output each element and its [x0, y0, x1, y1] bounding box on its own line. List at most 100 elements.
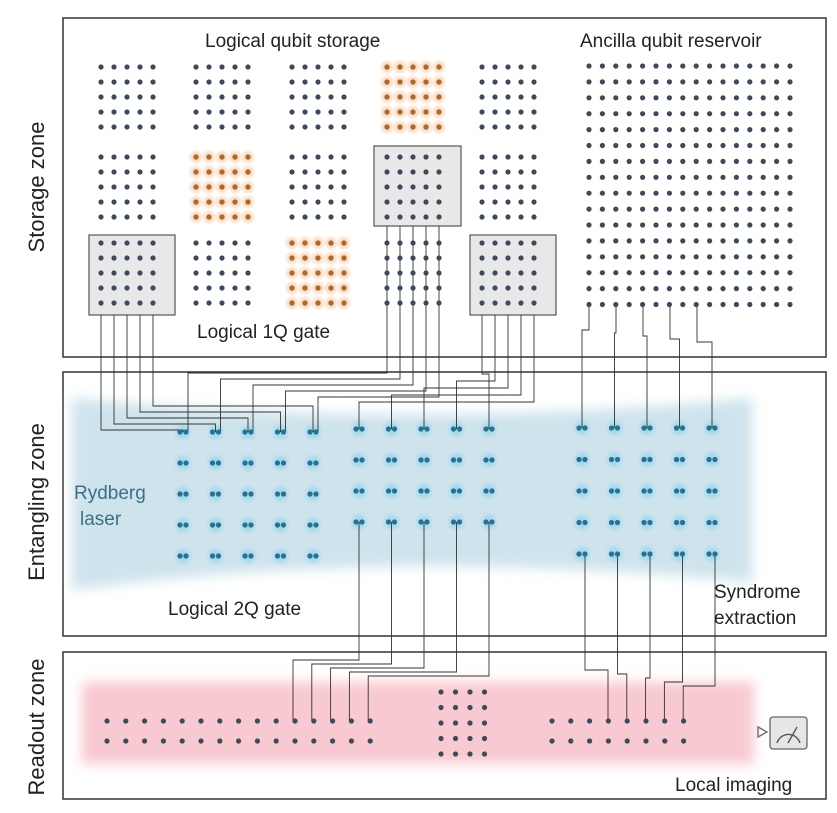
ancilla-atom	[680, 142, 686, 149]
logical-atom	[111, 79, 117, 85]
highlighted-logical-atom	[232, 214, 238, 220]
entangled-atom-pair	[183, 522, 189, 528]
readout-atom	[179, 738, 185, 744]
logical-atom	[193, 270, 199, 276]
ancilla-atom	[586, 206, 592, 212]
entangled-atom-pair	[576, 425, 582, 431]
logical-atom	[518, 109, 524, 115]
ancilla-atom	[586, 238, 592, 244]
atom-glow	[637, 449, 657, 470]
logical-atom	[232, 64, 238, 70]
logical-atom	[518, 64, 524, 70]
logical-atom	[531, 300, 537, 306]
readout-block-atom	[481, 735, 488, 742]
highlighted-logical-atom	[193, 154, 199, 160]
logical-atom	[479, 184, 485, 190]
logical-atom	[384, 300, 390, 306]
ancilla-atom	[680, 301, 686, 308]
entangled-atom-pair	[209, 491, 216, 497]
ancilla-atom	[586, 190, 592, 196]
entangled-atom-pair	[177, 553, 183, 559]
logical-atom	[341, 214, 347, 220]
ancilla-atom	[760, 142, 766, 149]
logical-atom	[328, 79, 334, 85]
atom-glow	[702, 544, 722, 564]
ancilla-atom	[707, 206, 713, 212]
ancilla-atom	[760, 158, 766, 164]
logical-atom	[315, 79, 321, 85]
readout-atom	[681, 738, 687, 744]
entangled-atom-pair	[248, 429, 254, 435]
entangled-atom-pair	[248, 553, 254, 559]
atom-glow	[205, 484, 226, 504]
entangled-atom-pair	[582, 456, 588, 463]
ancilla-atom	[626, 270, 632, 276]
ancilla-atom	[666, 286, 673, 292]
highlighted-logical-atom	[302, 300, 308, 306]
ancilla-atom	[626, 190, 632, 196]
highlighted-logical-atom	[245, 214, 251, 220]
logical-atom	[505, 285, 511, 291]
highlighted-logical-atom	[193, 199, 199, 205]
logical-atom	[531, 79, 537, 85]
ancilla-atom	[586, 301, 592, 308]
entangled-atom-pair	[712, 456, 718, 463]
logical-atom	[436, 300, 442, 306]
logical-atom	[232, 79, 238, 85]
logical-atom	[98, 109, 104, 115]
logical-atom	[150, 124, 156, 130]
entangled-atom-pair	[582, 488, 588, 494]
ancilla-atom	[626, 222, 632, 228]
logical-atom	[137, 94, 143, 100]
highlighted-logical-atom	[341, 285, 347, 291]
logical-atom	[531, 169, 537, 175]
ancilla-atom	[747, 301, 753, 308]
logical-atom	[98, 214, 104, 220]
logical-atom	[397, 240, 403, 246]
atom-glow	[702, 449, 722, 470]
ancilla-atom	[747, 222, 753, 228]
logical-atom	[410, 270, 416, 276]
logical-atom	[531, 255, 537, 261]
logical-atom	[518, 255, 524, 261]
logical-atom	[289, 169, 295, 175]
logical-atom	[124, 109, 130, 115]
atom-glow	[381, 481, 402, 501]
entangled-atom-pair	[450, 457, 457, 463]
transport-path	[682, 552, 716, 721]
readout-block-atom	[438, 720, 444, 726]
logical-atom	[219, 285, 225, 291]
logical-atom	[492, 270, 498, 276]
logical-atom	[341, 199, 347, 205]
logical-atom	[479, 270, 485, 276]
entangled-atom-pair	[215, 429, 222, 435]
logical-atom	[124, 184, 130, 190]
highlighted-logical-atom	[315, 240, 321, 246]
ancilla-atom	[586, 127, 592, 133]
highlighted-logical-atom	[328, 270, 334, 276]
ancilla-atom	[640, 79, 646, 85]
ancilla-atom	[599, 301, 606, 308]
highlighted-logical-atom	[384, 109, 390, 115]
logical-atom	[315, 169, 321, 175]
ancilla-atom	[599, 111, 606, 117]
readout-atom	[236, 718, 242, 724]
logical-atom	[219, 64, 225, 70]
logical-atom	[505, 270, 511, 276]
entangled-atom-pair	[307, 553, 313, 559]
readout-atom	[605, 718, 612, 724]
logical-atom	[518, 270, 524, 276]
ancilla-atom	[599, 206, 606, 212]
logical-atom	[505, 79, 511, 85]
readout-atom	[123, 718, 129, 724]
logical-atom	[193, 300, 199, 306]
transport-path	[669, 306, 680, 428]
readout-atom	[311, 718, 317, 724]
entangled-atom-pair	[209, 429, 216, 435]
transport-path	[696, 306, 713, 428]
atom-glow	[173, 484, 193, 504]
entangled-atom-pair	[647, 425, 653, 431]
ancilla-atom	[787, 174, 793, 180]
logical-atom	[137, 169, 143, 175]
logical-atom	[137, 240, 143, 246]
